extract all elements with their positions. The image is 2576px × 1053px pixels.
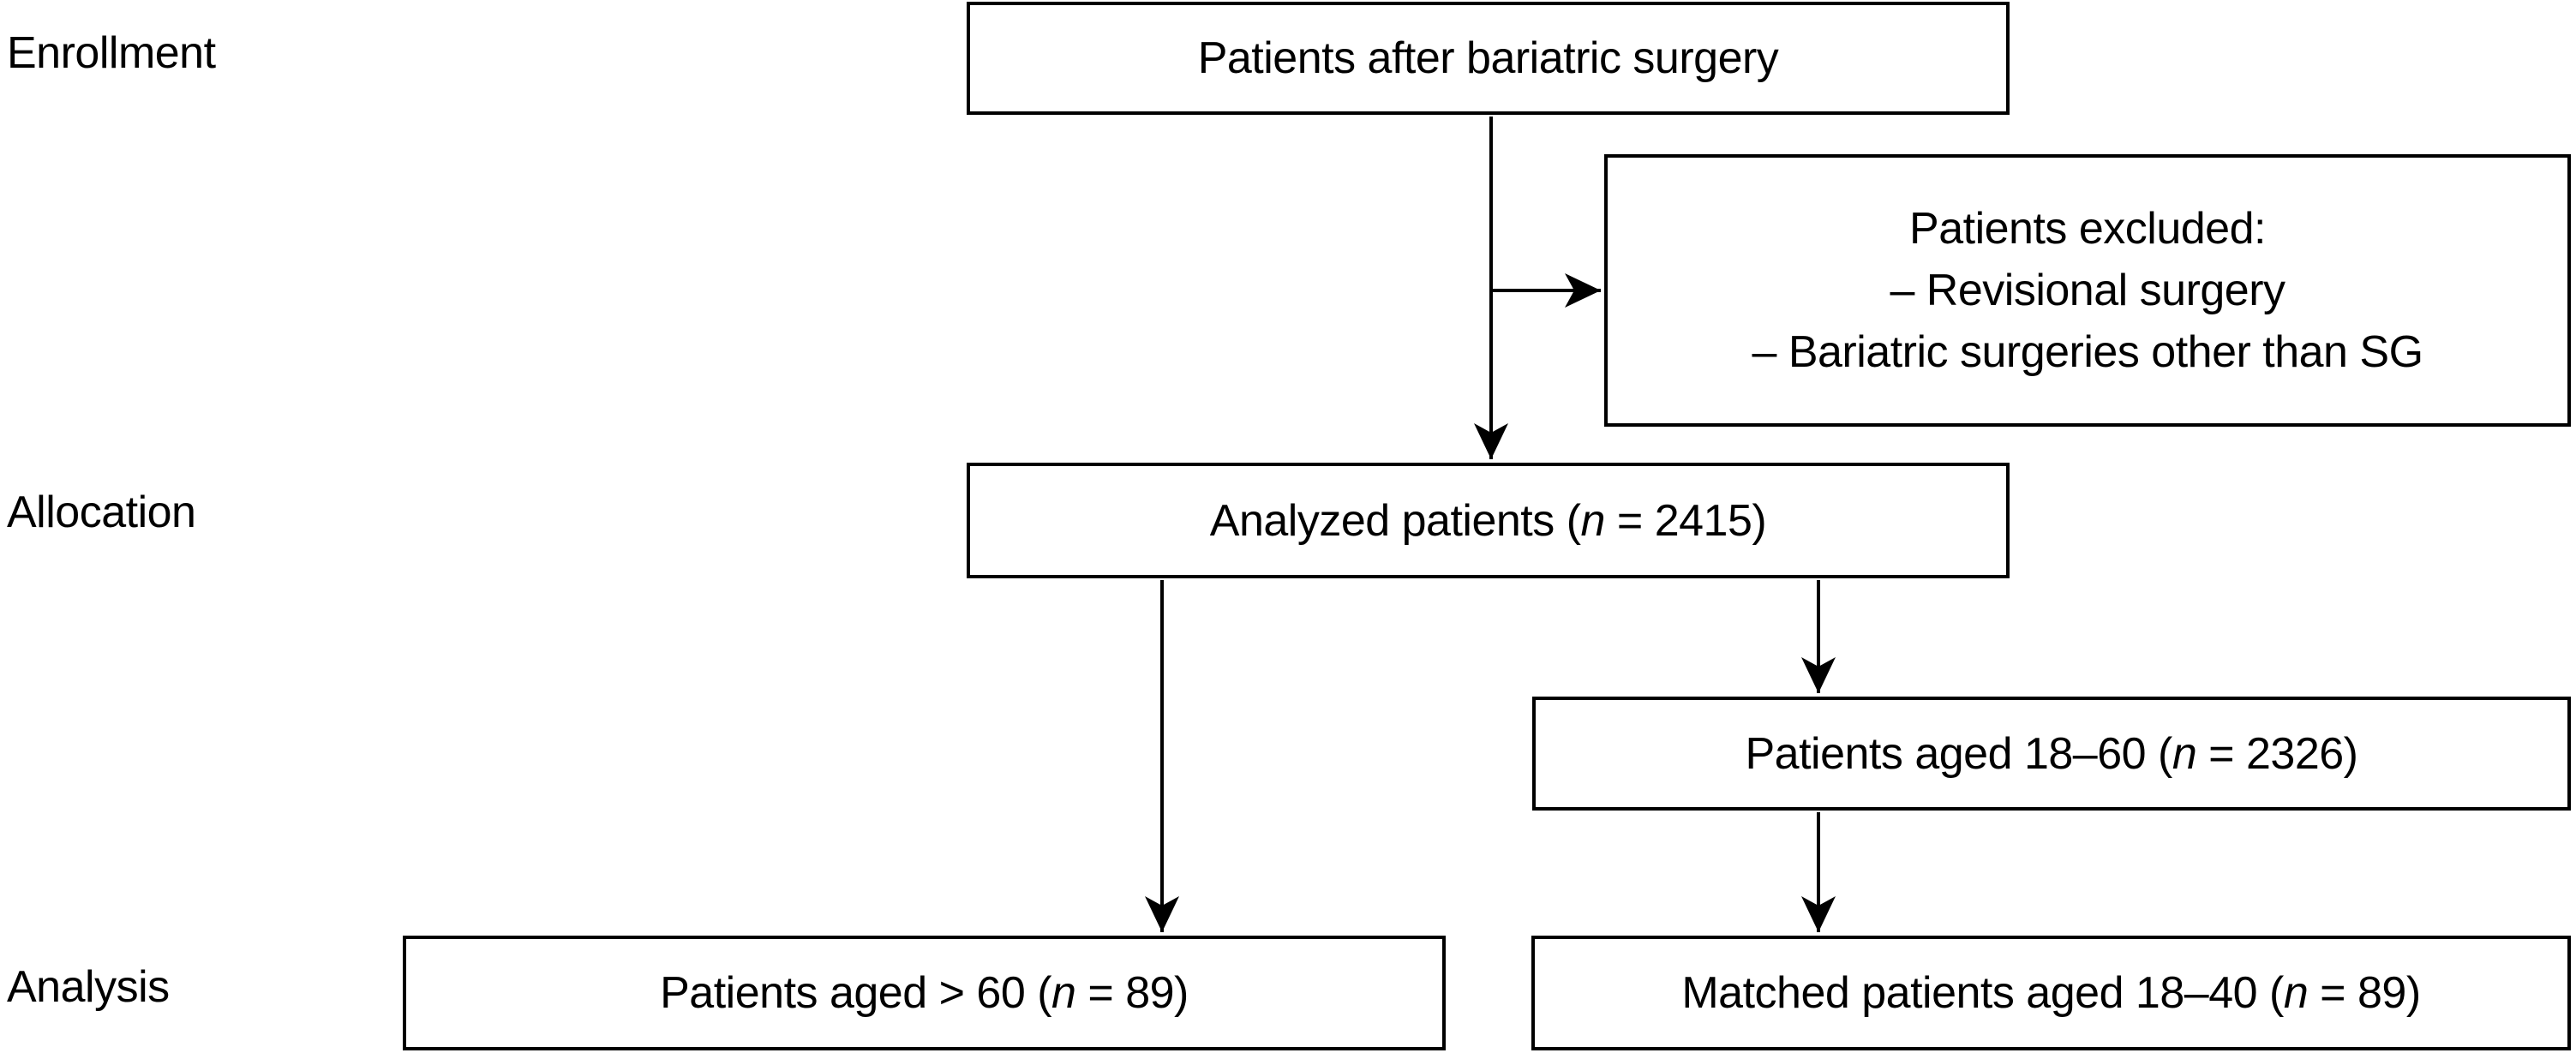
aged-over-60-text-suffix: = 89)	[1075, 968, 1189, 1018]
analyzed-text-prefix: Analyzed patients (	[1209, 495, 1581, 546]
box-patients-aged-18-60: Patients aged 18–60 (n = 2326)	[1532, 697, 2571, 811]
aged-over-60-text-prefix: Patients aged > 60 (	[660, 968, 1052, 1018]
aged-over-60-n-symbol: n	[1051, 968, 1076, 1018]
aged-18-60-text-suffix: = 2326)	[2196, 728, 2358, 779]
stage-label-allocation: Allocation	[7, 488, 196, 537]
stage-label-enrollment: Enrollment	[7, 28, 216, 78]
box-matched-patients-aged-18-40: Matched patients aged 18–40 (n = 89)	[1531, 936, 2571, 1050]
analyzed-text-suffix: = 2415)	[1604, 495, 1767, 546]
box-patients-aged-18-60-text: Patients aged 18–60 (n = 2326)	[1745, 723, 2358, 785]
matched-text-prefix: Matched patients aged 18–40 (	[1681, 968, 2284, 1018]
box-patients-excluded: Patients excluded: – Revisional surgery …	[1604, 154, 2571, 427]
box-patients-after-bariatric-surgery-text: Patients after bariatric surgery	[1197, 33, 1779, 83]
excluded-item-other-surgeries: – Bariatric surgeries other than SG	[1752, 327, 2423, 377]
box-patients-after-bariatric-surgery: Patients after bariatric surgery	[967, 2, 2010, 115]
box-analyzed-patients: Analyzed patients (n = 2415)	[967, 463, 2010, 578]
excluded-item-revisional-surgery: – Revisional surgery	[1890, 266, 2285, 315]
excluded-title: Patients excluded:	[1909, 204, 2266, 254]
stage-label-analysis: Analysis	[7, 962, 170, 1012]
matched-text-suffix: = 89)	[2308, 968, 2421, 1018]
box-patients-aged-over-60: Patients aged > 60 (n = 89)	[403, 936, 1446, 1050]
matched-n-symbol: n	[2283, 968, 2309, 1018]
aged-18-60-n-symbol: n	[2172, 728, 2197, 779]
analyzed-n-symbol: n	[1580, 495, 1606, 546]
box-matched-patients-text: Matched patients aged 18–40 (n = 89)	[1681, 962, 2421, 1024]
box-analyzed-patients-text: Analyzed patients (n = 2415)	[1209, 490, 1767, 552]
aged-18-60-text-prefix: Patients aged 18–60 (	[1745, 728, 2172, 779]
box-patients-aged-over-60-text: Patients aged > 60 (n = 89)	[660, 962, 1189, 1024]
